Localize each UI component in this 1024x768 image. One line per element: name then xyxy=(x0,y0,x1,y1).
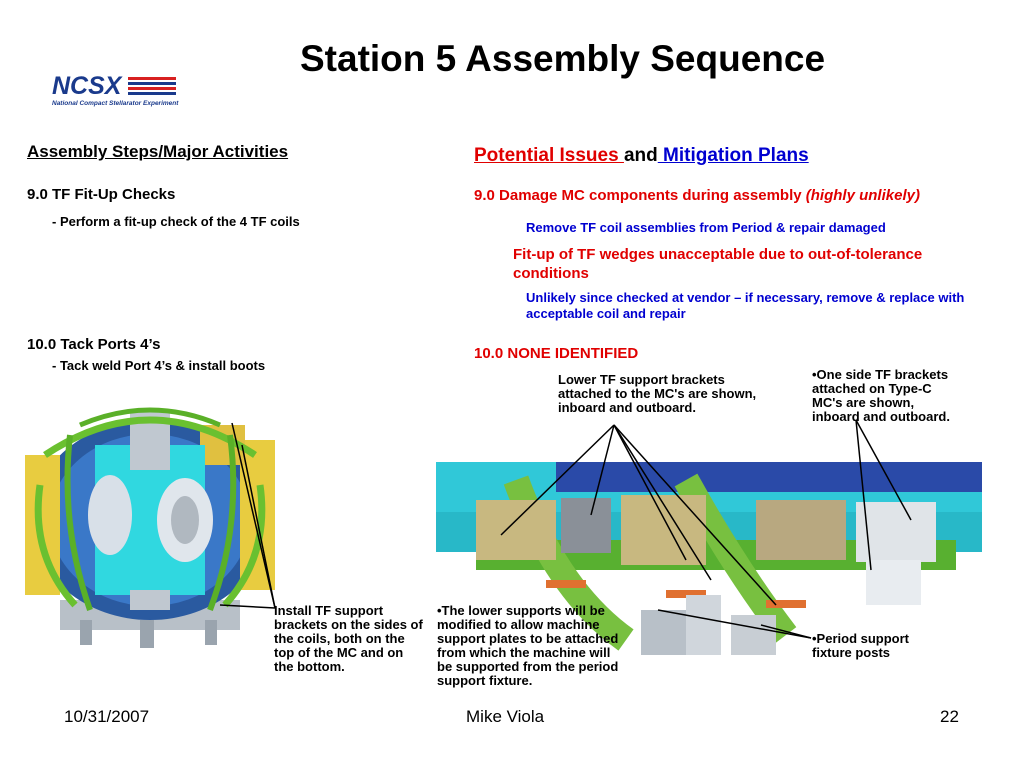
mitigation-1: Remove TF coil assemblies from Period & … xyxy=(526,220,886,235)
issue-9-text: 9.0 Damage MC components during assembly xyxy=(474,187,806,204)
heading-and: and xyxy=(623,145,658,166)
stellarator-assembly-image xyxy=(20,395,280,650)
mitigation-2: Unlikely since checked at vendor – if ne… xyxy=(526,290,965,321)
issue-9: 9.0 Damage MC components during assembly… xyxy=(474,187,920,204)
left-callout: Install TF support brackets on the sides… xyxy=(274,603,423,674)
logo-subtitle: National Compact Stellarator Experiment xyxy=(52,100,179,107)
step-10-sub: - Tack weld Port 4’s & install boots xyxy=(52,358,266,373)
issue-9b: Fit-up of TF wedges unacceptable due to … xyxy=(513,246,923,282)
callout-lower-supports: •The lower supports will be modified to … xyxy=(437,603,619,688)
logo-text: NCSX xyxy=(52,72,123,100)
footer-author: Mike Viola xyxy=(466,707,545,726)
right-heading: Potential Issues and Mitigation Plans xyxy=(474,145,809,167)
callout-posts: •Period support fixture posts xyxy=(812,631,909,660)
footer-page-number: 22 xyxy=(940,707,959,726)
callout-lower-brackets: Lower TF support brackets attached to th… xyxy=(558,372,757,415)
issue-10: 10.0 NONE IDENTIFIED xyxy=(474,345,639,362)
slide-title: Station 5 Assembly Sequence xyxy=(300,38,826,79)
footer-date: 10/31/2007 xyxy=(64,707,150,726)
ncsx-logo: NCSX National Compact Stellarator Experi… xyxy=(50,70,185,110)
step-9-label: 9.0 TF Fit-Up Checks xyxy=(27,186,176,203)
step-10-label: 10.0 Tack Ports 4’s xyxy=(27,336,161,353)
callout-one-side: •One side TF brackets attached on Type-C… xyxy=(812,367,950,424)
step-9-sub: - Perform a fit-up check of the 4 TF coi… xyxy=(52,214,300,229)
issue-9-qualifier: (highly unlikely) xyxy=(805,187,920,204)
left-heading: Assembly Steps/Major Activities xyxy=(27,142,289,161)
heading-mitigation: Mitigation Plans xyxy=(657,145,809,166)
heading-issues: Potential Issues xyxy=(474,145,624,166)
support-brackets-image xyxy=(436,420,982,655)
